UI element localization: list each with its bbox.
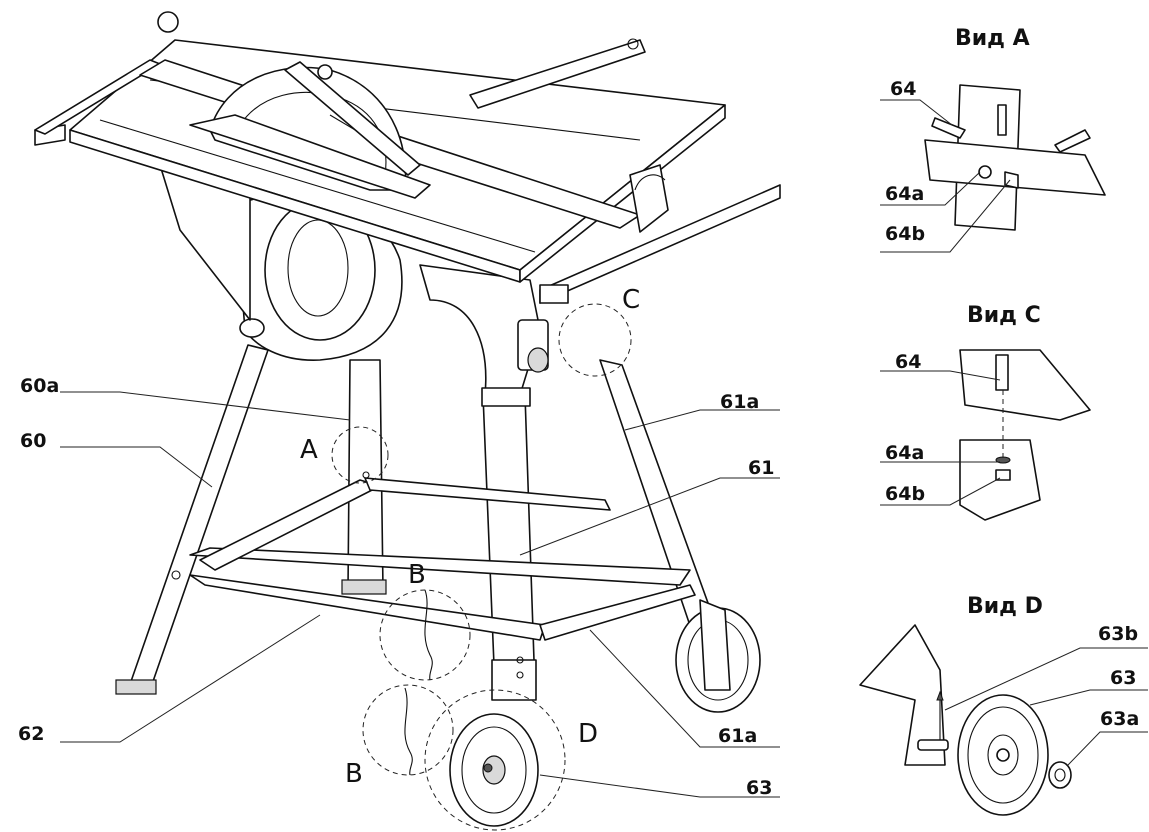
riving-knife-arm: [284, 61, 421, 176]
saw-body: [159, 164, 549, 407]
label-view-a-64b: 64b: [885, 223, 925, 245]
stand-legs: [115, 344, 726, 701]
detail-circle-a: [331, 426, 389, 484]
wheel-front-63: [449, 713, 539, 827]
label-63: 63: [746, 777, 772, 799]
label-view-a-64: 64: [890, 78, 916, 100]
leg-61-sleeve: [491, 659, 537, 701]
detail-letter-a: A: [300, 435, 318, 465]
label-view-c-64: 64: [895, 351, 921, 373]
detail-letter-d: D: [578, 719, 598, 749]
view-a-bolt-left: [931, 117, 966, 139]
view-d: Вид D 63b 63 63a: [859, 594, 1148, 816]
leg-60-foot: [115, 679, 157, 695]
leg-61: [482, 394, 536, 691]
detail-letter-c: C: [622, 285, 640, 315]
label-view-d-63: 63: [1110, 667, 1136, 689]
lower-frame-62: [171, 471, 696, 679]
top-gauge: [157, 11, 179, 33]
wheel-right-bracket: [699, 599, 731, 691]
view-d-axle: [917, 739, 949, 751]
side-rail-front-end: [539, 284, 569, 304]
detail-circle-b-bottom: [362, 684, 454, 776]
view-a-bolt-right: [1054, 129, 1091, 153]
switch-button: [527, 347, 549, 373]
view-c-bracket: [959, 349, 1091, 421]
label-60a: 60a: [20, 375, 59, 397]
guard-knob: [317, 64, 333, 80]
blade-assembly: [189, 61, 431, 199]
view-a: Вид A 64 64a 64b: [880, 26, 1106, 253]
detail-letter-b-top: B: [408, 560, 426, 590]
view-c-nut: [995, 469, 1011, 481]
label-view-c-64a: 64a: [885, 442, 924, 464]
view-c-bolt: [995, 354, 1009, 391]
wheel-right: [675, 599, 761, 713]
frame-front-rail: [189, 547, 691, 586]
extension-arm: [469, 39, 646, 109]
label-view-c-64b: 64b: [885, 483, 925, 505]
motor-housing: [234, 193, 403, 361]
frame-rear-rail: [364, 477, 611, 511]
leg-60: [127, 344, 269, 691]
leg-bracket: [481, 387, 531, 407]
label-60: 60: [20, 430, 46, 452]
table-right-edge: [519, 104, 726, 283]
detail-circle-d: [424, 689, 566, 831]
blade-slot-plate: [189, 114, 431, 199]
frame-right-rail: [539, 584, 696, 641]
view-a-nut: [1004, 171, 1019, 189]
label-view-a-64a: 64a: [885, 183, 924, 205]
label-62: 62: [18, 723, 44, 745]
view-a-title: Вид A: [955, 26, 1030, 51]
label-61a-top: 61a: [720, 391, 759, 413]
label-view-d-63b: 63b: [1098, 623, 1138, 645]
view-d-title: Вид D: [967, 594, 1043, 619]
view-a-bolt-top: [997, 104, 1007, 136]
view-c: Вид C 64 64a 64b: [880, 303, 1091, 521]
view-c-title: Вид C: [967, 303, 1041, 328]
view-a-washer: [978, 165, 992, 179]
detail-letter-b-bottom: B: [345, 759, 363, 789]
label-61a-bottom: 61a: [718, 725, 757, 747]
leg-60a-foot: [341, 579, 387, 595]
label-view-d-63a: 63a: [1100, 708, 1139, 730]
detail-circle-c: [558, 303, 632, 377]
view-d-washer: [1048, 761, 1072, 789]
label-61: 61: [748, 457, 774, 479]
view-d-leg: [859, 624, 946, 766]
main-callouts: 60a 60 61a 61 62 61a 63: [18, 375, 780, 799]
